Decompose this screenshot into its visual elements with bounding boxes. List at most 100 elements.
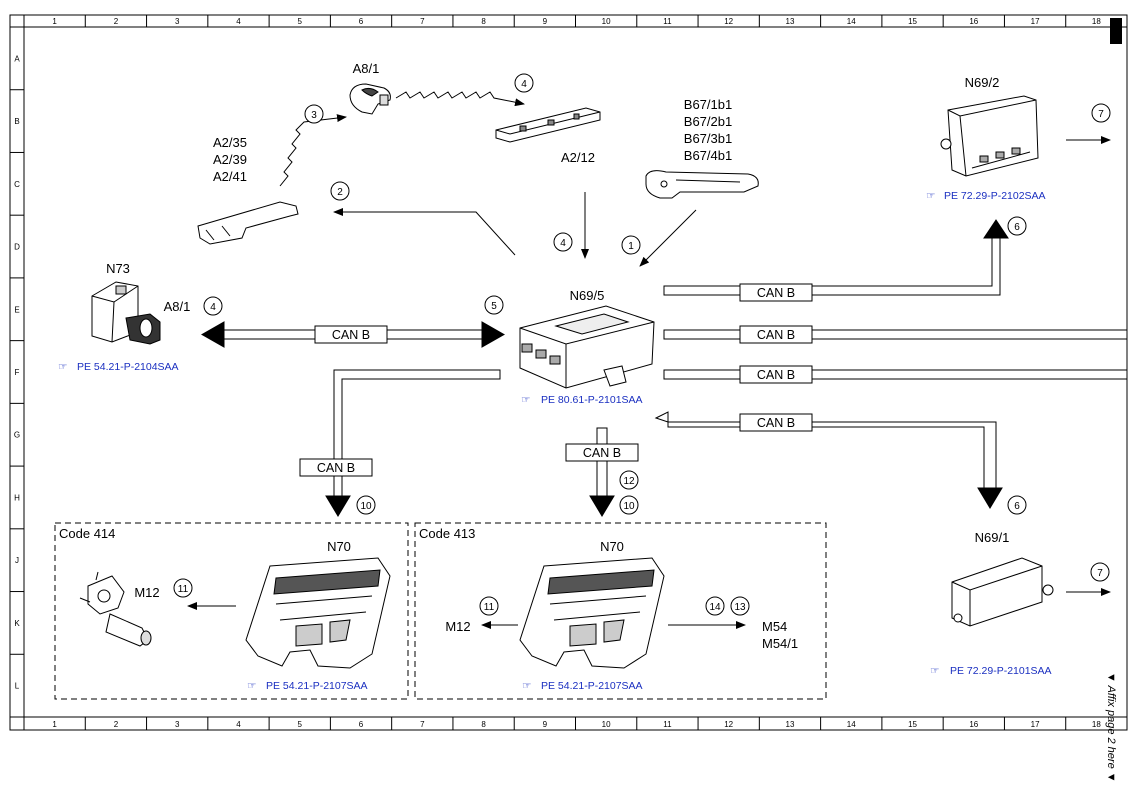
a2-41-label: A2/41 — [213, 169, 247, 184]
step-6-b: 6 — [1014, 501, 1020, 512]
grid-column-label: 16 — [969, 17, 978, 26]
grid-column-label: 9 — [543, 17, 548, 26]
grid-column-label: 12 — [724, 17, 733, 26]
a2-39-label: A2/39 — [213, 152, 247, 167]
n70-right-label: N70 — [600, 539, 624, 554]
grid-column-label: 4 — [236, 720, 241, 729]
grid-column-label: 14 — [847, 17, 856, 26]
m12-left-label: M12 — [134, 585, 159, 600]
overhead-control-panel-left-icon — [245, 557, 391, 669]
b67-1b1-label: B67/1b1 — [684, 97, 732, 112]
grid-column-label: 18 — [1092, 720, 1101, 729]
reference-pointer-icon: ☞ — [521, 394, 530, 406]
step-6-a: 6 — [1014, 222, 1020, 233]
grid-column-label: 13 — [786, 720, 795, 729]
grid-column-label: 8 — [481, 17, 486, 26]
grid-column-labels: 1122334455667788991010111112121313141415… — [52, 17, 1101, 729]
n69-1-reference[interactable]: PE 72.29-P-2101SAA — [950, 665, 1052, 677]
grid-column-label: 10 — [602, 17, 611, 26]
can-b-label-code-414: CAN B — [317, 461, 355, 475]
step-1: 1 — [628, 241, 634, 252]
grid-column-label: 2 — [114, 720, 119, 729]
step-7-b: 7 — [1097, 568, 1103, 579]
can-b-label-right-1: CAN B — [757, 328, 795, 342]
grid-row-label: E — [14, 305, 19, 314]
b67-4b1-label: B67/4b1 — [684, 148, 732, 163]
ignition-switch-n73-icon — [91, 281, 161, 345]
code-413-label: Code 413 — [419, 526, 475, 541]
can-b-label-n69-2: CAN B — [757, 286, 795, 300]
n70-right-reference[interactable]: PE 54.21-P-2107SAA — [541, 680, 643, 692]
step-4-c: 4 — [210, 302, 216, 313]
step-10-a: 10 — [360, 501, 372, 512]
a2-12-label: A2/12 — [561, 150, 595, 165]
grid-column-label: 14 — [847, 720, 856, 729]
grid-column-label: 18 — [1092, 17, 1101, 26]
grid-row-label: D — [14, 243, 20, 252]
reference-pointer-icon: ☞ — [58, 361, 67, 373]
antenna-a2-35-icon — [197, 201, 299, 245]
grid-column-label: 2 — [114, 17, 119, 26]
can-bus-label-boxes: CAN B CAN B CAN B CAN B CAN B CAN B CAN … — [299, 283, 813, 477]
code-413-box — [414, 522, 827, 700]
b67-2b1-label: B67/2b1 — [684, 114, 732, 129]
control-module-n69-1-icon — [951, 557, 1054, 627]
grid-column-label: 10 — [602, 720, 611, 729]
grid-row-label: L — [15, 682, 20, 691]
code-414-box — [54, 522, 409, 700]
n69-5-reference[interactable]: PE 80.61-P-2101SAA — [541, 394, 643, 406]
reference-pointer-icon: ☞ — [926, 190, 935, 202]
step-4-a: 4 — [521, 79, 527, 90]
control-module-n69-5-icon — [519, 305, 655, 389]
control-module-n69-2-icon — [940, 95, 1039, 177]
grid-column-label: 3 — [175, 17, 180, 26]
a8-1-key-label: A8/1 — [353, 61, 380, 76]
n70-left-reference[interactable]: PE 54.21-P-2107SAA — [266, 680, 368, 692]
m12-right-label: M12 — [445, 619, 470, 634]
grid-column-label: 8 — [481, 720, 486, 729]
can-b-label-right-2: CAN B — [757, 368, 795, 382]
reference-pointer-icon: ☞ — [247, 680, 256, 692]
grid-row-label: C — [14, 180, 20, 189]
step-7-a: 7 — [1098, 109, 1104, 120]
step-numbers: 1 2 3 4 4 4 5 6 6 7 7 10 10 11 11 12 13 … — [178, 79, 1104, 613]
grid-column-label: 11 — [663, 720, 672, 729]
n69-2-reference[interactable]: PE 72.29-P-2102SAA — [944, 190, 1046, 202]
motor-m12-icon — [79, 571, 152, 647]
grid-column-label: 5 — [298, 17, 303, 26]
grid-row-label: K — [14, 619, 20, 628]
grid-row-ticks — [10, 26, 24, 718]
n73-reference[interactable]: PE 54.21-P-2104SAA — [77, 361, 179, 373]
can-b-label-n69-1: CAN B — [757, 416, 795, 430]
antenna-a2-12-icon — [495, 107, 601, 143]
grid-column-label: 11 — [663, 17, 672, 26]
step-4-b: 4 — [560, 238, 566, 249]
grid-row-label: G — [14, 431, 20, 440]
grid-column-label: 4 — [236, 17, 241, 26]
step-2: 2 — [337, 187, 343, 198]
grid-column-label: 7 — [420, 720, 425, 729]
overhead-control-panel-right-icon — [519, 557, 665, 669]
grid-column-label: 17 — [1031, 17, 1040, 26]
step-5: 5 — [491, 301, 497, 312]
grid-column-label: 3 — [175, 720, 180, 729]
n69-2-label: N69/2 — [965, 75, 1000, 90]
step-12: 12 — [623, 476, 635, 487]
corner-mark — [1110, 18, 1122, 44]
step-11-a: 11 — [178, 584, 189, 595]
step-3: 3 — [311, 110, 317, 121]
grid-column-label: 12 — [724, 720, 733, 729]
affix-page-note: ▼ Affix page 2 here ▼ — [1105, 672, 1117, 783]
grid-column-label: 17 — [1031, 720, 1040, 729]
step-11-b: 11 — [484, 602, 495, 613]
step-13: 13 — [734, 602, 746, 613]
a8-1-ignition-label: A8/1 — [164, 299, 191, 314]
grid-column-label: 16 — [969, 720, 978, 729]
m54-1-label: M54/1 — [762, 636, 798, 651]
grid-column-label: 5 — [298, 720, 303, 729]
grid-column-label: 1 — [52, 17, 57, 26]
step-10-b: 10 — [623, 501, 635, 512]
reference-pointer-icon: ☞ — [522, 680, 531, 692]
